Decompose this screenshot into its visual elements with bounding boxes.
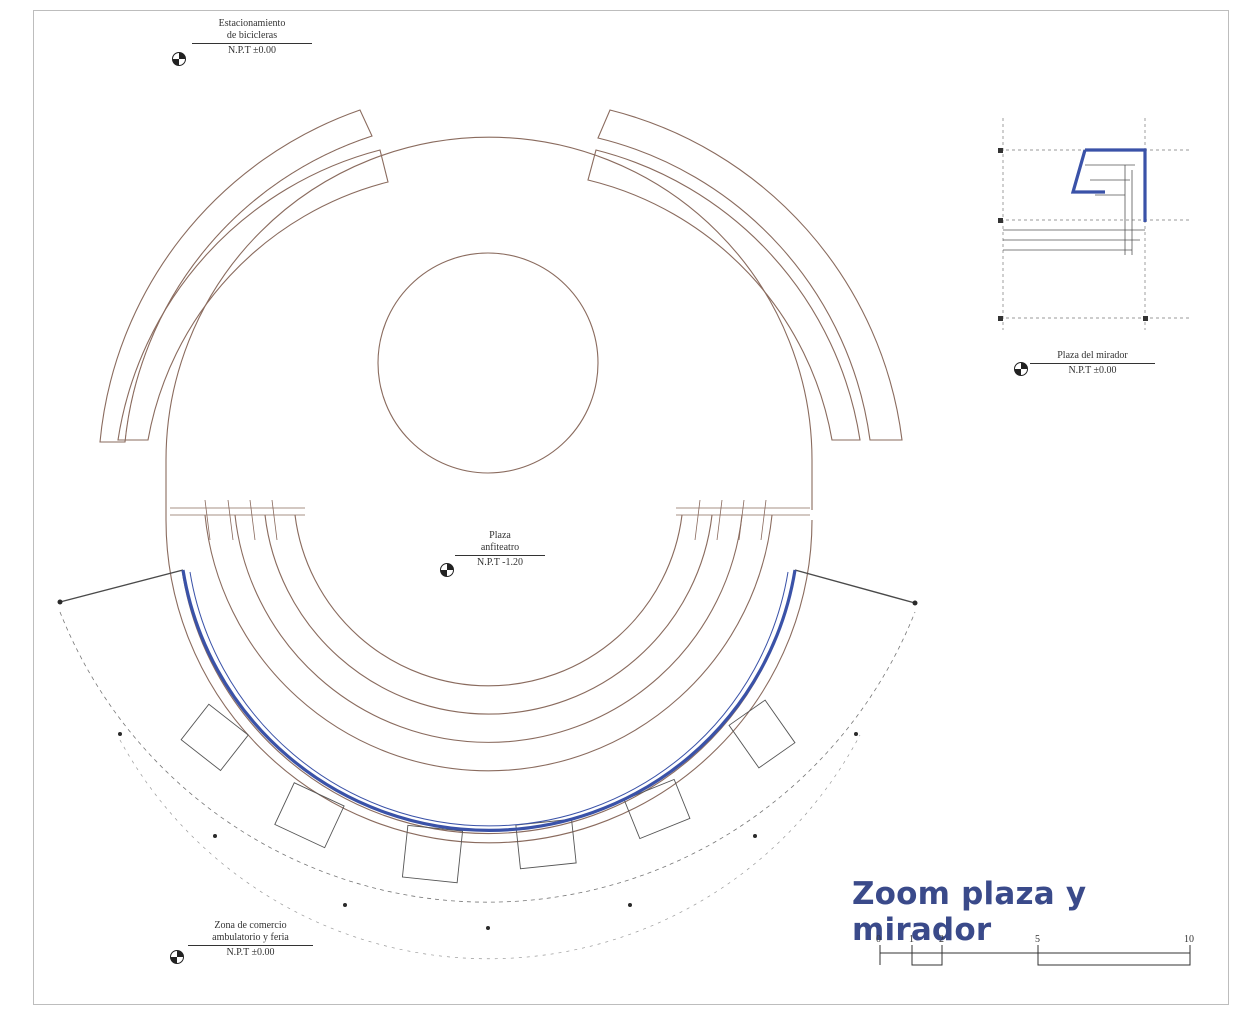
plaza-line2: anfiteatro	[480, 542, 520, 553]
scale-tick-label: 0	[876, 934, 881, 945]
commerce-level: N.P.T ±0.00	[188, 945, 313, 959]
tier-2	[204, 514, 773, 772]
scale-bar	[879, 945, 1191, 966]
bike-parking-level: N.P.T ±0.00	[192, 43, 312, 57]
scale-tick-label: 10	[1184, 934, 1194, 945]
tier-1	[181, 569, 796, 835]
central-circle	[377, 252, 599, 474]
drawing-title: Zoom plaza y mirador	[852, 876, 1087, 948]
tier-3	[234, 514, 743, 743]
scale-tick-label: 1	[909, 934, 914, 945]
plaza-label: Plaza anfiteatro N.P.T -1.20	[455, 530, 545, 569]
mirador-label: Plaza del mirador N.P.T ±0.00	[1030, 350, 1155, 377]
outer-dimension-arc	[59, 611, 916, 903]
plaza-line1: Plaza	[489, 530, 511, 541]
mirador-line1: Plaza del mirador	[1057, 350, 1128, 361]
bike-parking-label: Estacionamiento de bicicleras N.P.T ±0.0…	[192, 18, 312, 57]
scale-tick-label: 2	[939, 934, 944, 945]
commerce-line1: Zona de comercio	[214, 920, 287, 931]
tier-5	[294, 514, 683, 687]
level-marker-icon	[170, 950, 184, 964]
mirador-level: N.P.T ±0.00	[1030, 363, 1155, 377]
outer-ring-lower	[165, 460, 813, 844]
level-marker-icon	[172, 52, 186, 66]
mirador-inset	[998, 118, 1190, 330]
sheet-frame	[33, 10, 1229, 1005]
bike-parking-line1: Estacionamiento	[218, 18, 286, 29]
plan-linework	[59, 109, 916, 960]
level-marker-icon	[440, 563, 454, 577]
plaza-edge-highlight	[181, 569, 797, 832]
bike-parking-left	[99, 109, 373, 443]
plaza-level: N.P.T -1.20	[455, 555, 545, 569]
commerce-line2: ambulatorio y feria	[212, 932, 289, 943]
commerce-label: Zona de comercio ambulatorio y feria N.P…	[188, 920, 313, 959]
scale-tick-label: 5	[1035, 934, 1040, 945]
bike-parking-right	[597, 109, 903, 441]
tier-4	[264, 514, 713, 715]
level-marker-icon	[1014, 362, 1028, 376]
bike-parking-line2: de bicicleras	[226, 30, 278, 41]
dimension-ticks	[57, 599, 918, 930]
